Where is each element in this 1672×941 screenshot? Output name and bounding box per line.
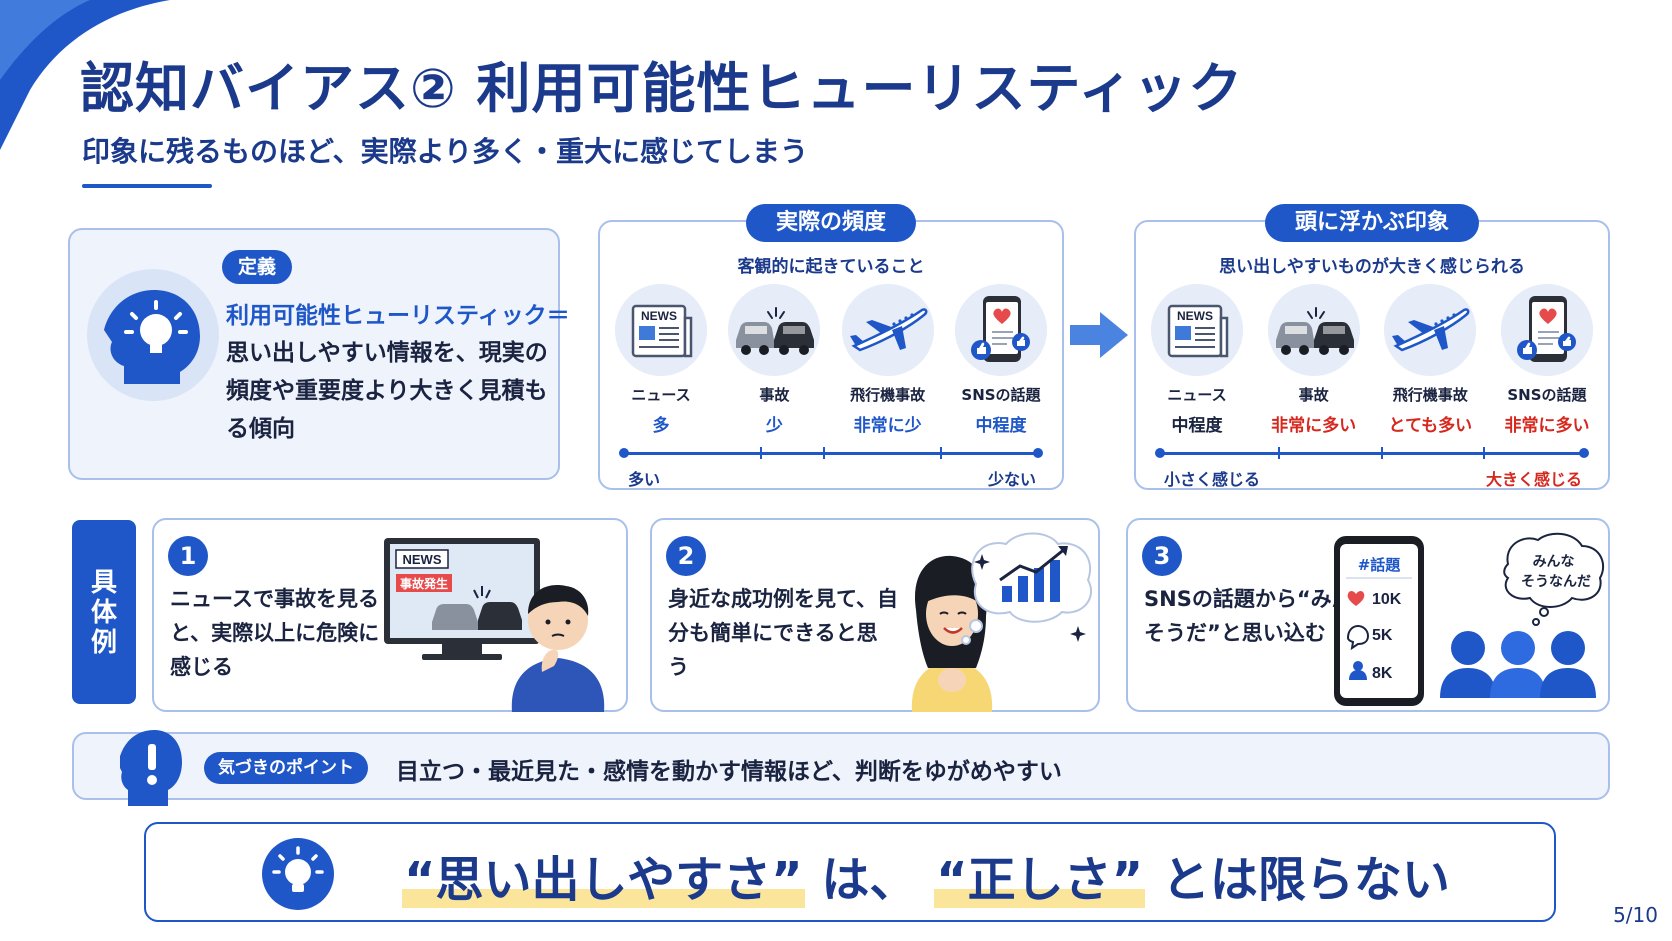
page-subtitle: 印象に残るものほど、実際より多く・重大に感じてしまう (82, 135, 809, 168)
sns-phone-crowd-illustration: #話題 10K 5K 8K みんな そうなんだ (1334, 532, 1605, 706)
scale-label-right: 大きく感じる (1485, 470, 1582, 489)
head-lightbulb-icon (87, 269, 219, 401)
impression-scale-bar (1155, 447, 1589, 459)
frequency-item: 事故 少 (719, 284, 829, 436)
impression-item-value: とても多い (1388, 416, 1473, 436)
bubble-line-2: そうなんだ (1521, 574, 1591, 590)
example-text: 身近な成功例を見て、自分も簡単にできると思う (668, 587, 898, 679)
examples-label: 具体例 (72, 520, 136, 704)
success-thought-illustration (911, 532, 1093, 712)
impression-item-label: 飛行機事故 (1392, 386, 1468, 404)
example-number: 1 (168, 536, 208, 576)
conclusion-box: “思い出しやすさ” は、 “正しさ” とは限らない (144, 822, 1556, 922)
insight-text: 目立つ・最近見た・感情を動かす情報ほど、判断をゆがめやすい (396, 759, 1062, 785)
bubble-line: みんな (1533, 554, 1575, 570)
svg-text:NEWS: NEWS (403, 552, 442, 567)
arrow-right-icon (1070, 312, 1128, 358)
actual-frequency-panel: 実際の頻度 客観的に起きていること NEWS ニュース 多 (598, 204, 1064, 490)
example-card-3: 3 SNSの話題から“みんなそうだ”と思い込む #話題 10K 5K 8K みん… (1126, 518, 1610, 712)
impression-item: 飛行機事故 とても多い (1375, 284, 1485, 436)
definition-term: 利用可能性ヒューリスティック＝ (226, 303, 570, 329)
svg-text:事故発生: 事故発生 (400, 576, 448, 591)
example-card-2: 2 身近な成功例を見て、自分も簡単にできると思う (650, 518, 1100, 712)
frequency-item-value: 少 (765, 416, 783, 436)
impression-description: 思い出しやすいものが大きく感じられる (1219, 257, 1525, 277)
insight-badge: 気づきのポイント (204, 752, 368, 784)
airplane-icon (841, 284, 934, 376)
example-number: 3 (1142, 536, 1182, 576)
svg-text:8K: 8K (1372, 665, 1393, 682)
frequency-item-value: 非常に少 (853, 416, 922, 436)
frequency-item-value: 中程度 (975, 416, 1027, 436)
actual-frequency-items: NEWS ニュース 多 事故 少 (606, 284, 1056, 436)
svg-text:5K: 5K (1372, 627, 1393, 644)
svg-text:みんな そうなんだ: みんな そうなんだ (1521, 554, 1591, 590)
example-number: 2 (666, 536, 706, 576)
head-exclamation-icon (120, 730, 182, 806)
frequency-item: NEWS ニュース 多 (606, 284, 716, 436)
impression-item: SNSの話題 非常に多い (1492, 284, 1602, 436)
conclusion-highlight-2: “正しさ” (934, 852, 1146, 908)
impression-item: NEWS ニュース 中程度 (1142, 284, 1252, 436)
definition-badge: 定義 (222, 250, 293, 284)
smartphone-sns-icon (1500, 284, 1593, 376)
subtitle-underline (82, 184, 212, 188)
car-crash-icon (728, 284, 821, 376)
example-text: ニュースで事故を見ると、実際以上に危険に感じる (170, 587, 380, 679)
definition-panel: 定義 利用可能性ヒューリスティック＝ 思い出しやすい情報を、現実の頻度や重要度よ… (68, 228, 570, 480)
svg-text:NEWS: NEWS (641, 309, 677, 323)
actual-frequency-description: 客観的に起きていること (737, 257, 925, 277)
scale-label-left: 多い (628, 470, 661, 489)
frequency-item-label: ニュース (631, 386, 691, 404)
conclusion-highlight-1: “思い出しやすさ” (402, 852, 805, 908)
page-number: 5/10 (1613, 903, 1658, 927)
impression-panel: 頭に浮かぶ印象 思い出しやすいものが大きく感じられる NEWS ニュース 中程度 (1134, 204, 1610, 490)
frequency-item-label: 飛行機事故 (850, 386, 926, 404)
conclusion-connector: は、 (821, 852, 918, 908)
impression-item-value: 中程度 (1171, 416, 1223, 436)
frequency-item: SNSの話題 中程度 (946, 284, 1056, 436)
impression-item-value: 非常に多い (1271, 416, 1357, 436)
news-icon: NEWS (615, 284, 707, 376)
conclusion-text: “思い出しやすさ” は、 “正しさ” とは限らない (402, 840, 1450, 910)
scale-label-right: 少ない (987, 470, 1036, 489)
svg-text:NEWS: NEWS (1177, 309, 1213, 323)
impression-item-value: 非常に多い (1504, 416, 1590, 436)
actual-frequency-badge: 実際の頻度 (745, 204, 917, 242)
scale-label-left: 小さく感じる (1164, 470, 1261, 489)
lightbulb-icon (262, 838, 334, 910)
insight-bar: 気づきのポイント 目立つ・最近見た・感情を動かす情報ほど、判断をゆがめやすい (72, 730, 1610, 806)
frequency-item-label: SNSの話題 (961, 386, 1041, 404)
impression-item-label: 事故 (1298, 386, 1329, 404)
conclusion-ending: とは限らない (1161, 852, 1450, 908)
corner-decoration (0, 0, 170, 150)
frequency-item-label: 事故 (759, 386, 790, 404)
car-crash-icon (1267, 284, 1360, 376)
example-card-1: 1 ニュースで事故を見ると、実際以上に危険に感じる NEWS 事故発生 (152, 518, 628, 712)
impression-items: NEWS ニュース 中程度 事故 非常に多い (1142, 284, 1602, 436)
svg-text:#話題: #話題 (1358, 556, 1402, 574)
impression-item: 事故 非常に多い (1259, 284, 1369, 436)
definition-body: 思い出しやすい情報を、現実の頻度や重要度より大きく見積もる傾向 (226, 340, 548, 442)
smartphone-sns-icon (954, 284, 1047, 376)
tv-news-viewer-illustration: NEWS 事故発生 (384, 538, 605, 712)
impression-item-label: SNSの話題 (1507, 386, 1587, 404)
impression-badge: 頭に浮かぶ印象 (1264, 204, 1480, 242)
news-icon: NEWS (1151, 284, 1243, 376)
page-title: 認知バイアス② 利用可能性ヒューリスティック (80, 57, 1244, 120)
svg-text:10K: 10K (1372, 591, 1402, 608)
impression-item-label: ニュース (1167, 386, 1227, 404)
airplane-icon (1384, 284, 1477, 376)
frequency-item-value: 多 (652, 416, 670, 436)
frequency-item: 飛行機事故 非常に少 (833, 284, 943, 436)
frequency-scale-bar (619, 447, 1043, 459)
